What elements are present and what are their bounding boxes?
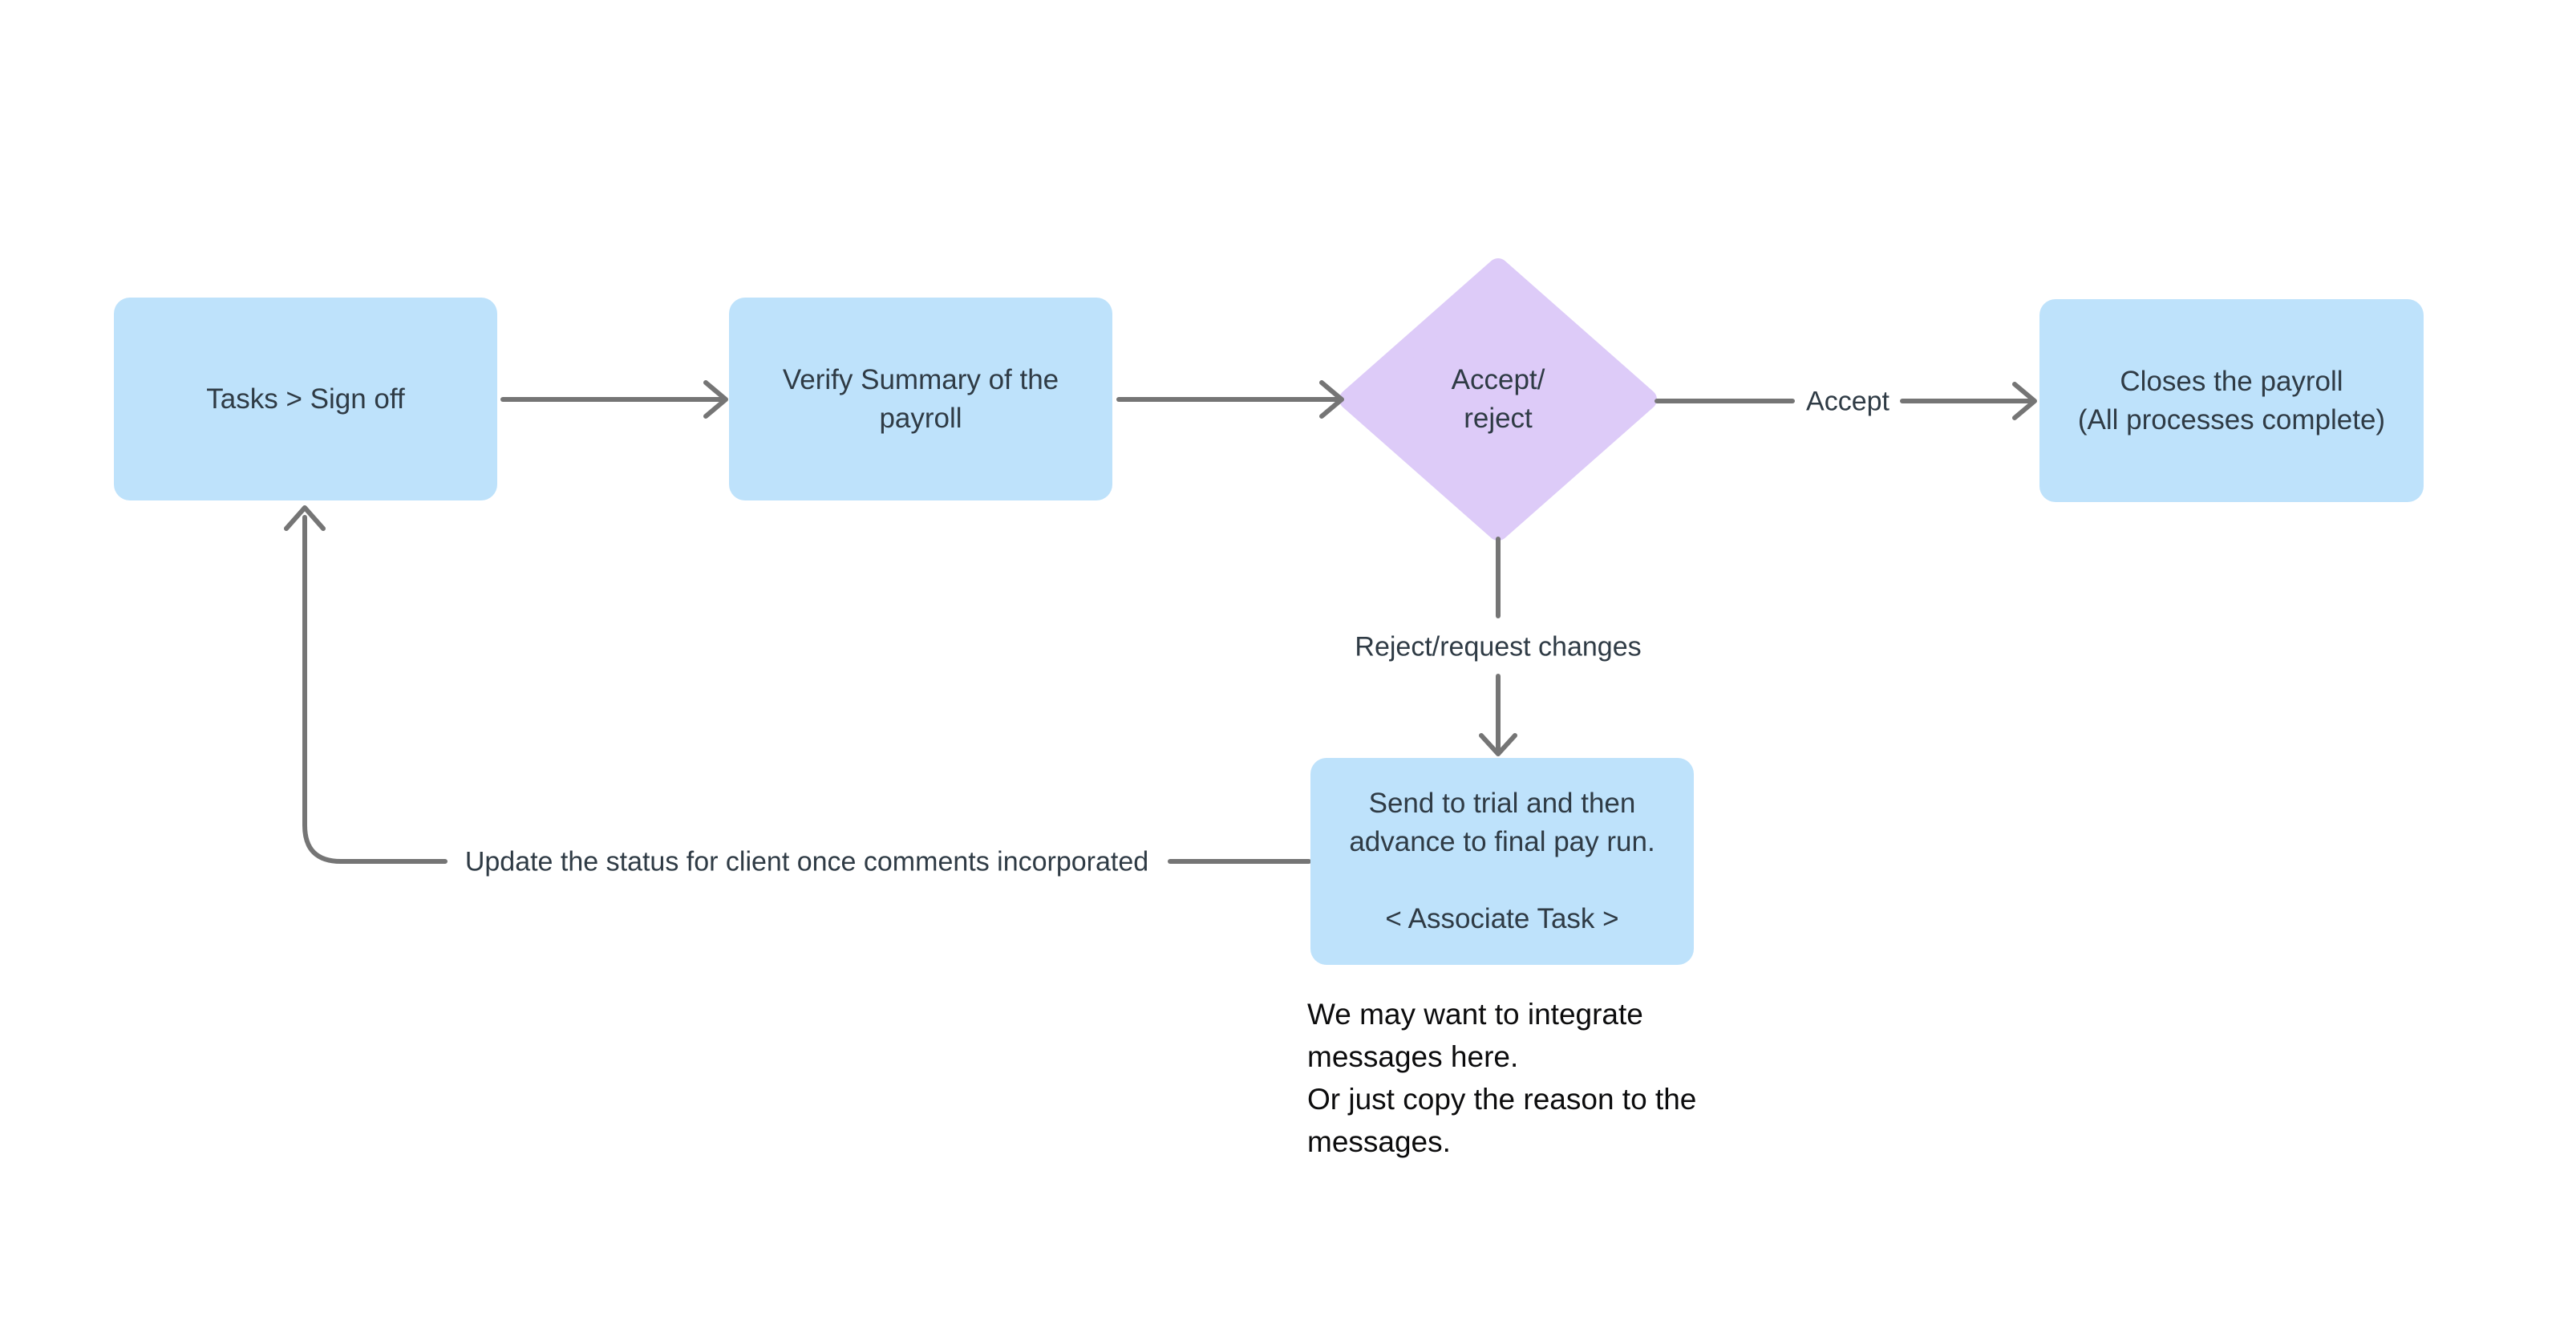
arrowhead-accept (2012, 382, 2037, 420)
node-accept-reject-shape[interactable] (1339, 258, 1657, 541)
edge-update-left-segment (302, 515, 448, 864)
node-accept-reject-label: Accept/ reject (1451, 364, 1545, 434)
note-integrate-messages: We may want to integrate messages here. … (1307, 998, 1697, 1158)
arrowhead-verify-to-diamond (1319, 380, 1344, 419)
node-closes-payroll[interactable]: Closes the payroll (All processes comple… (2039, 299, 2424, 502)
node-tasks-sign-off[interactable]: Tasks > Sign off (114, 298, 497, 500)
edge-label-update-status: Update the status for client once commen… (456, 845, 1157, 880)
node-closes-payroll-label: Closes the payroll (All processes comple… (2077, 365, 2386, 436)
edge-label-accept: Accept (1798, 384, 1898, 419)
node-send-to-trial-label: Send to trial and then advance to final … (1349, 788, 1655, 934)
node-verify-summary-label: Verify Summary of the payroll (782, 363, 1059, 434)
node-tasks-sign-off-label: Tasks > Sign off (206, 383, 405, 415)
edge-label-reject: Reject/request changes (1347, 630, 1650, 665)
arrowhead-tasks-to-verify (703, 380, 728, 419)
node-send-to-trial[interactable]: Send to trial and then advance to final … (1310, 758, 1694, 965)
node-verify-summary[interactable]: Verify Summary of the payroll (729, 298, 1112, 500)
arrowhead-update (284, 505, 326, 531)
arrowhead-reject (1479, 733, 1517, 756)
